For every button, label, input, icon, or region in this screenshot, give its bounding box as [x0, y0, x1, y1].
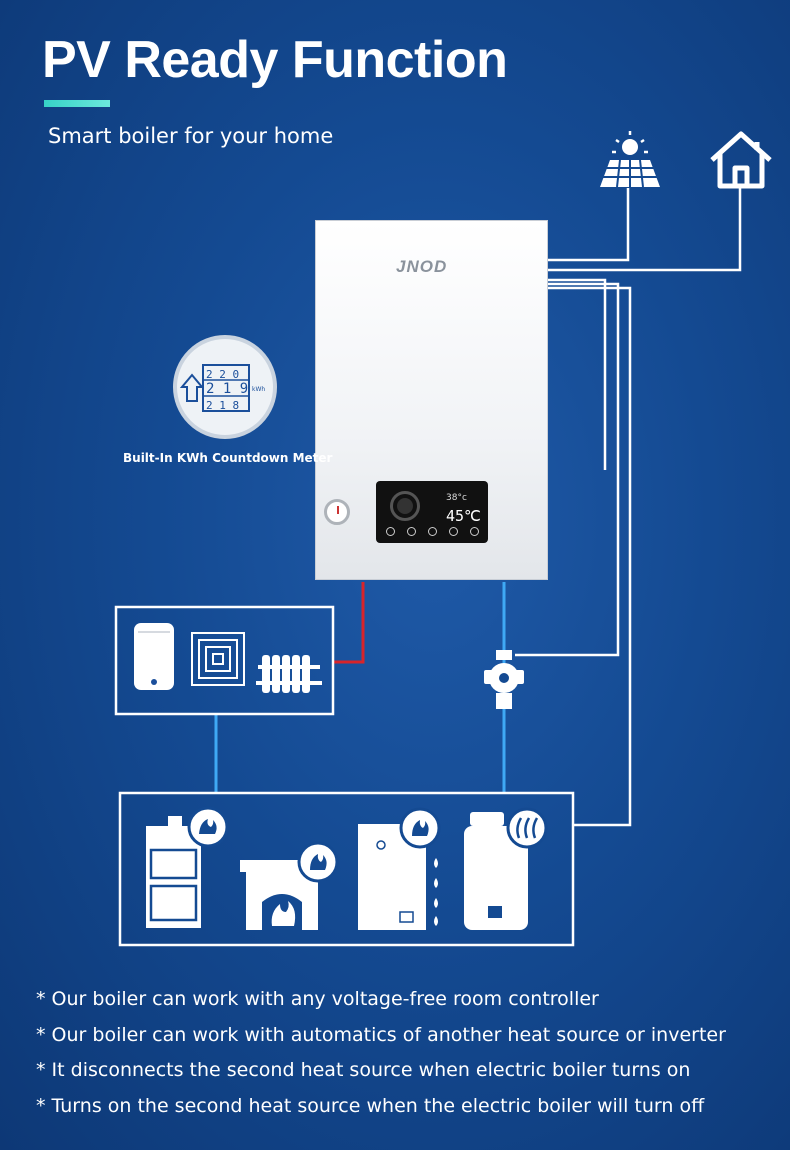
radiator-icon — [256, 655, 322, 693]
kwh-meter-badge: 2 2 0 2 1 9 2 1 8 kWh — [173, 335, 277, 439]
fireplace-icon — [240, 841, 339, 930]
mode-button[interactable] — [407, 527, 416, 536]
meter-digits-top: 2 2 0 — [206, 368, 239, 381]
control-panel: 38°c 45℃ — [376, 481, 488, 543]
floor-heating-icon — [191, 632, 245, 686]
note-item: * Our boiler can work with any voltage-f… — [36, 988, 599, 1010]
meter-digits-mid: 2 1 9 — [206, 381, 248, 397]
oil-boiler-icon — [464, 807, 548, 930]
meter-caption: Built-In KWh Countdown Meter — [123, 451, 333, 465]
note-item: * Turns on the second heat source when t… — [36, 1094, 705, 1117]
note-item: * It disconnects the second heat source … — [36, 1059, 691, 1081]
boiler-brand-logo: JNOD — [396, 257, 448, 276]
wire-house — [548, 188, 742, 272]
title-accent-bar — [44, 100, 110, 107]
temperature-dial-icon — [390, 491, 420, 521]
note-item: * Our boiler can work with automatics of… — [36, 1023, 726, 1046]
page-title: PV Ready Function — [42, 31, 508, 89]
pressure-gauge-icon — [324, 499, 350, 525]
solid-fuel-boiler-icon — [146, 806, 229, 928]
heating-loads-box — [114, 605, 335, 716]
water-heater-icon — [134, 623, 174, 690]
up-button[interactable] — [428, 527, 437, 536]
wiring-lines — [515, 188, 742, 827]
hot-pipe — [333, 582, 365, 664]
down-button[interactable] — [449, 527, 458, 536]
wire-aux — [548, 278, 607, 470]
feature-notes: * Our boiler can work with any voltage-f… — [36, 982, 726, 1124]
display-room-temp: 38°c — [446, 493, 467, 503]
second-heat-source-box — [118, 791, 575, 947]
power-button[interactable] — [386, 527, 395, 536]
electric-boiler: JNOD 38°c 45℃ — [315, 220, 548, 580]
house-icon — [710, 131, 772, 189]
gas-boiler-icon — [358, 807, 441, 930]
kwh-meter-icon: 2 2 0 2 1 9 2 1 8 kWh — [179, 364, 265, 412]
wire-solar — [548, 188, 630, 262]
solar-panel-icon — [600, 131, 660, 188]
page-subtitle: Smart boiler for your home — [48, 124, 334, 148]
wire-second-source — [548, 286, 632, 827]
circulation-pump-icon — [484, 650, 524, 709]
menu-button[interactable] — [470, 527, 479, 536]
display-water-temp: 45℃ — [446, 507, 481, 525]
meter-unit: kWh — [252, 386, 265, 393]
wire-pump — [515, 282, 620, 657]
meter-digits-bottom: 2 1 8 — [206, 399, 239, 412]
